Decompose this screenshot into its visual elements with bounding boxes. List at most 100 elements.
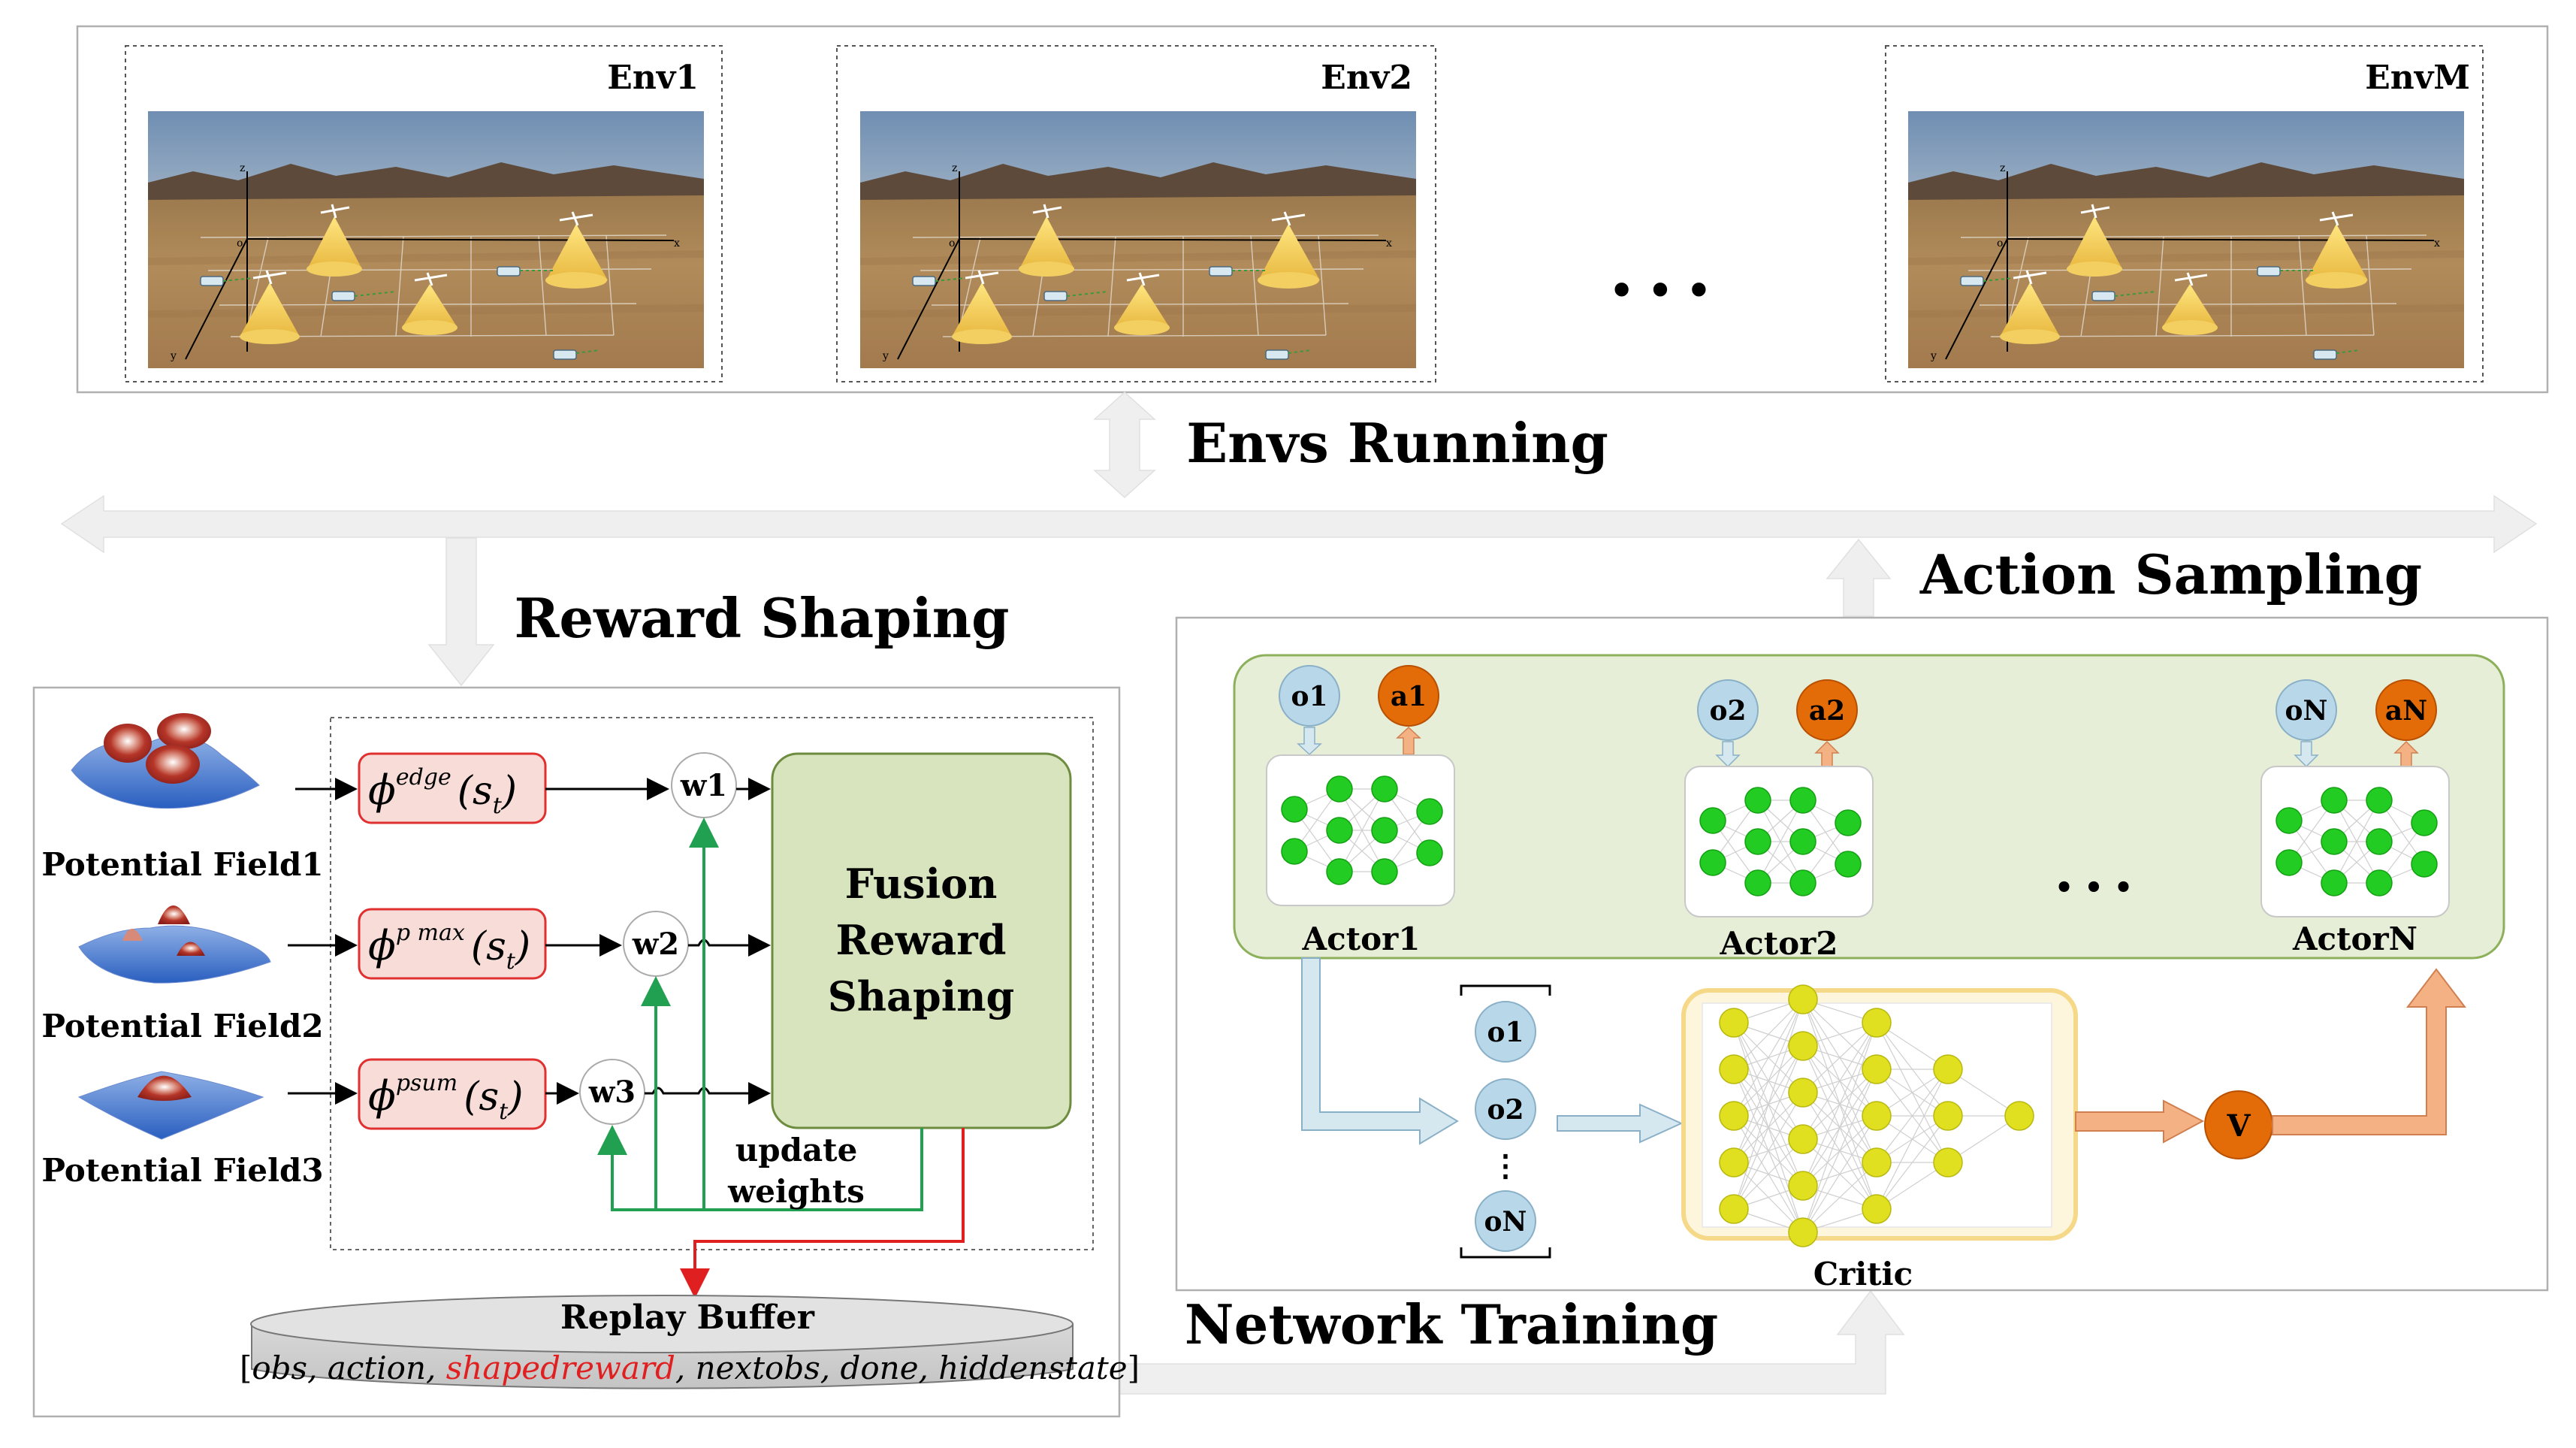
- reward-shaping-label: Reward Shaping: [514, 586, 1009, 650]
- update-label: update: [735, 1132, 858, 1168]
- net-node: [1788, 1078, 1818, 1108]
- act-node-a2: [1796, 679, 1858, 741]
- net-edge: [1733, 999, 1804, 1117]
- net-node: [1788, 1124, 1818, 1154]
- net-node: [2321, 828, 2348, 855]
- net-node: [1416, 798, 1443, 825]
- net-node: [1788, 1031, 1818, 1061]
- net-node: [1744, 869, 1771, 896]
- envs-panel: Env1 Env2 • • • EnvM: [76, 25, 2549, 394]
- net-node: [2276, 849, 2303, 876]
- shaped-reward-arrow: [680, 1128, 965, 1298]
- net-edge: [1802, 1115, 1877, 1233]
- net-edge: [1733, 1045, 1804, 1210]
- net-node: [1789, 869, 1816, 896]
- replay-buffer-contents: [obs, action, shapedreward, nextobs, don…: [240, 1350, 1140, 1386]
- network-training-arrow: [1119, 1289, 1905, 1395]
- actorN: oN aN ActorN: [2260, 679, 2450, 957]
- net-node: [1788, 1171, 1818, 1201]
- svg-text:ϕedge(st): ϕedge(st): [368, 764, 517, 819]
- env2-title: Env2: [1321, 59, 1412, 97]
- obs-node-o2: [1697, 679, 1759, 741]
- svg-text:Fusion: Fusion: [845, 860, 998, 908]
- net-node: [1789, 787, 1816, 814]
- env1-title: Env1: [607, 59, 699, 97]
- svg-text:o2: o2: [1487, 1094, 1524, 1126]
- w3-node: w3: [579, 1059, 645, 1125]
- net-node: [1371, 817, 1398, 844]
- net-node: [1744, 828, 1771, 855]
- svg-text:oN: oN: [1484, 1206, 1527, 1238]
- svg-text:aN: aN: [2385, 695, 2427, 727]
- net-node: [1933, 1054, 1963, 1084]
- bus-arrow: [60, 494, 2538, 554]
- net-edge: [1802, 1022, 1877, 1093]
- net-node: [1371, 858, 1398, 885]
- replay-buffer: Replay Buffer [obs, action, shapedreward…: [240, 1295, 1140, 1389]
- net-node: [1862, 1054, 1892, 1084]
- net-edge: [1733, 999, 1804, 1210]
- svg-text:o1: o1: [1487, 1017, 1524, 1048]
- net-node: [2411, 809, 2438, 836]
- net-edge: [2333, 800, 2380, 884]
- net-node: [1699, 807, 1726, 834]
- potential-field1-label: Potential Field1: [41, 846, 323, 883]
- net-node: [1326, 775, 1353, 803]
- env2-scene: [860, 111, 1416, 368]
- net-edge: [1802, 1162, 1877, 1233]
- net-node: [1744, 787, 1771, 814]
- w2-node: w2: [623, 911, 689, 977]
- envs-ellipsis: • • •: [1609, 268, 1711, 314]
- net-node: [1788, 984, 1818, 1014]
- net-node: [1281, 796, 1308, 823]
- svg-text:ϕpsum(st): ϕpsum(st): [368, 1070, 524, 1125]
- net-node: [1719, 1147, 1749, 1177]
- phi-psum-box: ϕpsum(st): [358, 1058, 547, 1130]
- net-node: [1789, 828, 1816, 855]
- net-node: [1835, 851, 1862, 878]
- w1-node: w1: [671, 752, 737, 818]
- net-node: [1835, 809, 1862, 836]
- critic: Critic: [1681, 984, 2078, 1292]
- net-node: [1699, 849, 1726, 876]
- critic-input-o2: [1475, 1078, 1536, 1140]
- act-node-a1: [1378, 665, 1439, 727]
- replay-buffer-title: Replay Buffer: [560, 1298, 815, 1337]
- net-edge: [1733, 1092, 1804, 1210]
- net-node: [1281, 838, 1308, 865]
- net-edge: [1733, 999, 1804, 1163]
- svg-text:o1: o1: [1291, 681, 1327, 712]
- actor1: o1 a1 Actor1: [1266, 665, 1455, 957]
- net-edge: [1802, 1022, 1877, 1140]
- net-edge: [1733, 999, 1804, 1070]
- update-weights-arrows: [597, 818, 923, 1211]
- reward-shaping-arrow: [427, 537, 495, 687]
- action-sampling-arrow: [1826, 538, 1892, 617]
- net-node: [2321, 869, 2348, 896]
- net-node: [1371, 775, 1398, 803]
- obs-node-o1: [1279, 665, 1340, 727]
- net-node: [1788, 1217, 1818, 1247]
- critic-label: Critic: [1813, 1256, 1913, 1292]
- svg-text:o2: o2: [1709, 695, 1746, 727]
- envM-title: EnvM: [2365, 59, 2470, 97]
- net-node: [2411, 851, 2438, 878]
- obs-to-critic-arrow: [1557, 1103, 1684, 1144]
- action-sampling-label: Action Sampling: [1919, 543, 2422, 606]
- net-node: [1933, 1147, 1963, 1177]
- net-edge: [1733, 1138, 1804, 1210]
- net-node: [1416, 839, 1443, 866]
- net-node: [2321, 787, 2348, 814]
- net-node: [1862, 1008, 1892, 1038]
- svg-text:a2: a2: [1809, 695, 1845, 727]
- net-node: [2366, 869, 2393, 896]
- envs-running-label: Envs Running: [1186, 411, 1608, 475]
- critic-input-oN: [1475, 1190, 1536, 1252]
- net-node: [2276, 807, 2303, 834]
- phi-edge-box: ϕedge(st): [358, 752, 547, 824]
- net-edge: [1802, 1022, 1877, 1187]
- actors-ellipsis: • • •: [2055, 870, 2134, 905]
- net-edge: [1802, 1069, 1877, 1233]
- svg-text:V: V: [2226, 1108, 2251, 1144]
